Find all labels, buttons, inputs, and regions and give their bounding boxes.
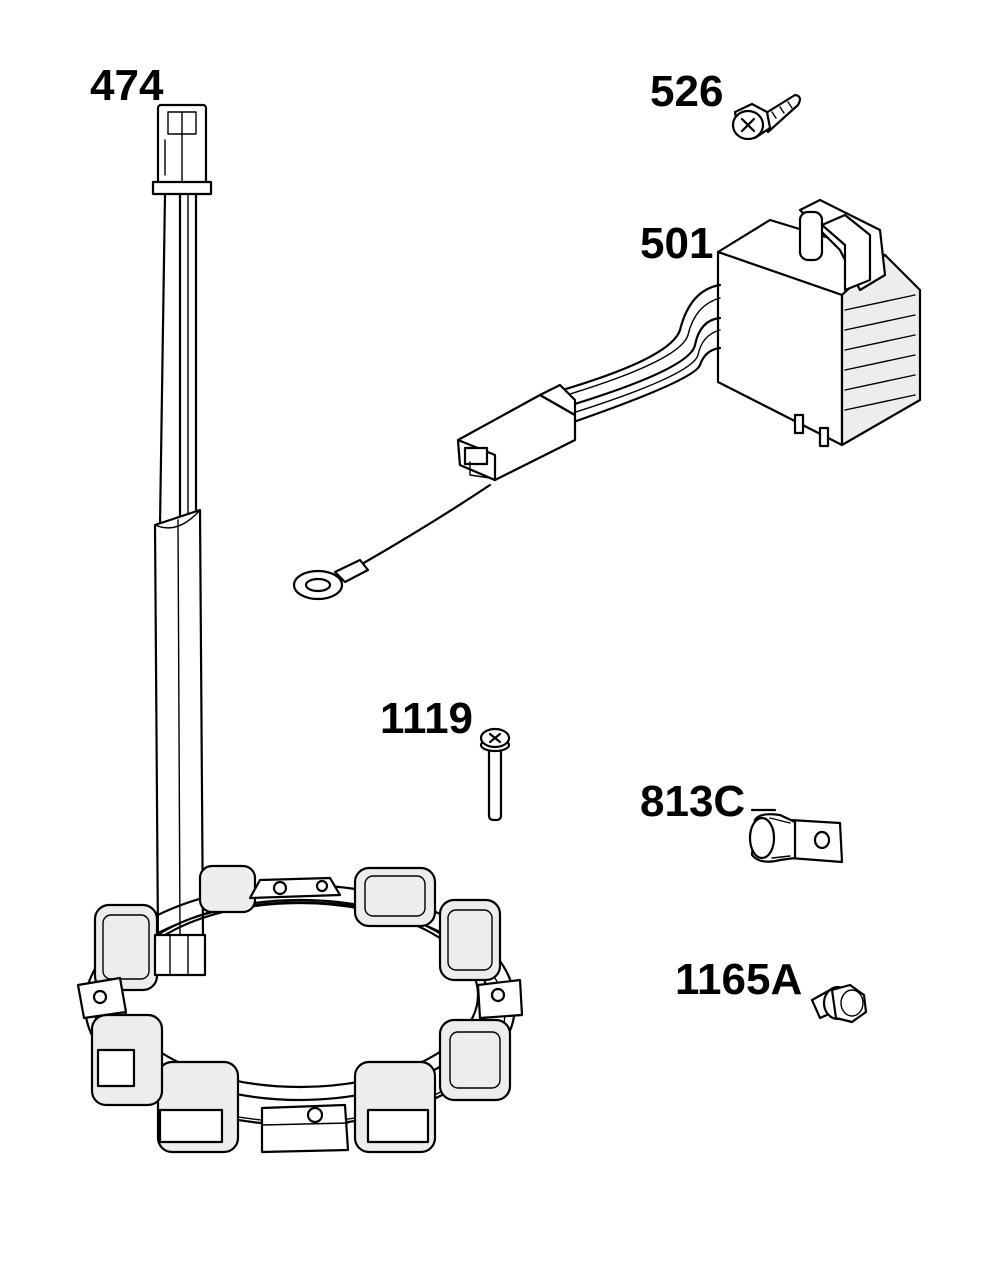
screw-526-label: 526: [650, 67, 723, 116]
stator-lead-wires: [158, 192, 198, 527]
screw-1119-part[interactable]: 1119: [380, 694, 511, 822]
screw-1119-label: 1119: [380, 694, 473, 743]
regulator-wires: [543, 283, 722, 427]
regulator-mount-tab: [798, 198, 887, 292]
stator-lead-sleeve: [153, 508, 205, 942]
bolt-1165a-part[interactable]: 1165A: [675, 955, 868, 1024]
bolt-1165a-icon: [810, 983, 868, 1024]
screw-526-icon: [731, 93, 802, 141]
stator-part[interactable]: 474: [76, 61, 524, 1154]
screw-1119-icon: [479, 727, 511, 822]
screw-526-part[interactable]: 526: [650, 67, 802, 141]
clamp-part[interactable]: 813C: [640, 777, 844, 864]
regulator-connector: [456, 383, 577, 482]
regulator-ground-lead: [292, 483, 492, 601]
clamp-label: 813C: [640, 777, 745, 826]
regulator-terminals: [793, 413, 830, 448]
stator-part-label: 474: [90, 61, 164, 110]
clamp-icon: [748, 808, 844, 864]
regulator-label: 501: [640, 219, 713, 268]
stator-coils: [90, 864, 512, 1154]
regulator-part[interactable]: 501: [292, 198, 922, 601]
stator-connector: [151, 103, 213, 196]
stator-wire-terminals: [153, 933, 207, 977]
stator-mounting-tabs: [76, 876, 524, 1154]
bolt-1165a-label: 1165A: [675, 955, 802, 1004]
